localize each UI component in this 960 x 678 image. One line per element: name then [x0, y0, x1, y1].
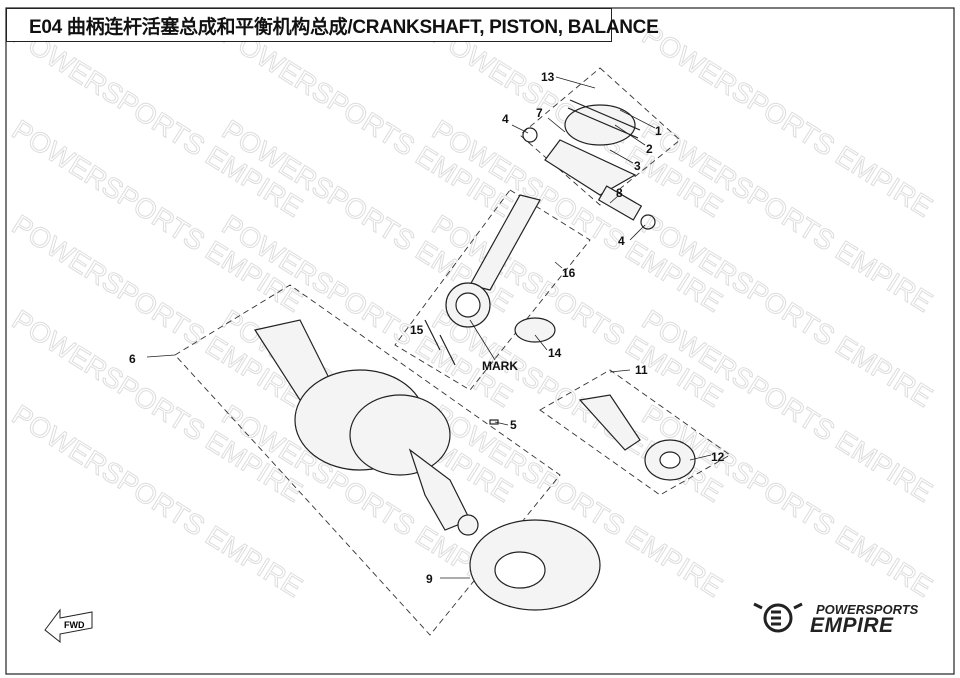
callout-label: 4	[502, 112, 509, 126]
callout-label: 4	[618, 234, 625, 248]
callout-label: 11	[635, 363, 648, 377]
callout-label: 16	[562, 266, 576, 280]
callout-label: 15	[410, 323, 424, 337]
callout-label: 5	[510, 418, 517, 432]
callout-label: 8	[616, 186, 623, 200]
parts	[254, 99, 696, 611]
callout-label: MARK	[482, 359, 518, 373]
callout-label: 12	[711, 450, 725, 464]
title-box: E04 曲柄连杆活塞总成和平衡机构总成/CRANKSHAFT, PISTON, …	[6, 8, 659, 42]
brand-logo: POWERSPORTS EMPIRE	[758, 600, 938, 637]
callout-label: 2	[646, 142, 653, 156]
callout-label: 1	[655, 124, 662, 138]
callout-label: 6	[129, 352, 136, 366]
fwd-arrow-icon	[44, 608, 93, 644]
logo-line1: POWERSPORTS	[816, 602, 919, 617]
leader-lines	[146, 76, 712, 579]
group-outlines	[174, 67, 731, 636]
fwd-label: FWD	[64, 620, 85, 630]
callout-label: 9	[426, 572, 433, 586]
callout-label: 3	[634, 159, 641, 173]
callout-label: 7	[536, 106, 543, 120]
logo-line2: EMPIRE	[810, 614, 894, 637]
page-title: E04 曲柄连杆活塞总成和平衡机构总成/CRANKSHAFT, PISTON, …	[29, 16, 659, 38]
callout-label: 14	[548, 346, 562, 360]
callout-label: 13	[541, 70, 555, 84]
logo-emblem-icon	[753, 602, 803, 633]
